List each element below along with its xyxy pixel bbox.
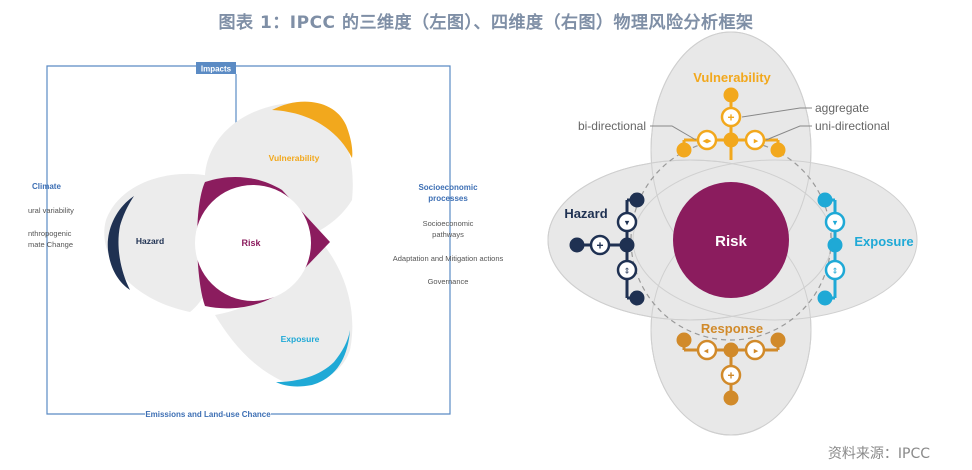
vulnerability-petal [204, 102, 353, 240]
hazard-updown-node [616, 259, 638, 281]
aggregate-label: aggregate [815, 101, 869, 115]
hazard-label: Hazard [564, 206, 607, 221]
bi-directional-arrows-icon: ◂▸ [702, 136, 712, 146]
impacts-tab [196, 62, 236, 74]
risk-circle [673, 182, 789, 298]
risk-label: Risk [715, 233, 747, 250]
uni-directional-arrow-icon: ▸ [754, 136, 759, 146]
response-right-icon: ▸ [754, 346, 759, 356]
emissions-label: Emissions and Land-use Chance [145, 410, 271, 419]
uni-directional-label: uni-directional [815, 119, 890, 133]
uni-directional-icon [744, 129, 766, 151]
exposure-arc [276, 330, 350, 387]
exposure-down-node [824, 211, 846, 233]
vulnerability-arc [272, 101, 353, 158]
aggregate-callout [741, 107, 812, 118]
climate-label: Climate [32, 182, 61, 191]
hazard-label: Hazard [136, 236, 164, 246]
response-plus-node [720, 364, 742, 386]
exposure-petal [215, 240, 353, 384]
exposure-tree [817, 192, 843, 306]
hazard-arc [107, 196, 134, 290]
vulnerability-label: Vulnerability [269, 153, 320, 163]
socio-item-4: Governance [428, 277, 469, 286]
exposure-label: Exposure [854, 234, 913, 249]
socio-title-2: processes [428, 194, 468, 203]
socio-title-1: Socioeconomic [418, 183, 478, 192]
response-label: Response [701, 321, 763, 336]
socio-item-1: Socioeconomic [423, 219, 474, 228]
risk-label: Risk [241, 238, 261, 248]
climate-item-3: mate Change [28, 240, 73, 249]
climate-item-2: nthropogenic [28, 229, 72, 238]
socio-item-2: pathways [432, 230, 464, 239]
impacts-label: Impacts [201, 65, 232, 74]
hazard-updown-icon: ⇕ [624, 267, 631, 276]
emissions-label-bg [145, 408, 271, 420]
source-note: 资料来源：IPCC [827, 446, 930, 462]
risk-circle [195, 185, 311, 301]
exposure-updown-icon: ⇕ [832, 267, 839, 276]
hazard-plus-node [589, 234, 611, 256]
bi-directional-icon [696, 129, 718, 151]
exposure-label: Exposure [281, 334, 320, 344]
left-diagram: Impacts Risk Hazard Vulnerability Exposu… [28, 62, 503, 420]
exposure-down-icon: ▾ [833, 218, 838, 228]
socio-item-3: Adaptation and Mitigation actions [393, 254, 504, 263]
response-left-icon: ◂ [704, 346, 709, 356]
uni-directional-callout [765, 125, 812, 141]
bi-directional-callout [650, 125, 697, 141]
response-left-node [696, 339, 718, 361]
vulnerability-label: Vulnerability [693, 70, 771, 85]
climate-item-1: ural variability [28, 206, 74, 215]
aggregate-icon [720, 106, 742, 128]
response-plus-icon: + [727, 369, 734, 383]
aggregate-plus-icon: + [727, 111, 734, 125]
bi-directional-label: bi-directional [578, 119, 646, 133]
hazard-plus-icon: + [596, 239, 603, 253]
exposure-updown-node [824, 259, 846, 281]
response-right-node [744, 339, 766, 361]
figure-title: 图表 1：IPCC 的三维度（左图）、四维度（右图）物理风险分析框架 [218, 13, 754, 33]
hazard-petal [104, 173, 210, 312]
right-diagram: Risk + ◂▸ ▸ Vulnerability aggregate uni-… [547, 31, 918, 436]
hazard-down-node [616, 211, 638, 233]
hazard-down-icon: ▾ [625, 218, 630, 228]
